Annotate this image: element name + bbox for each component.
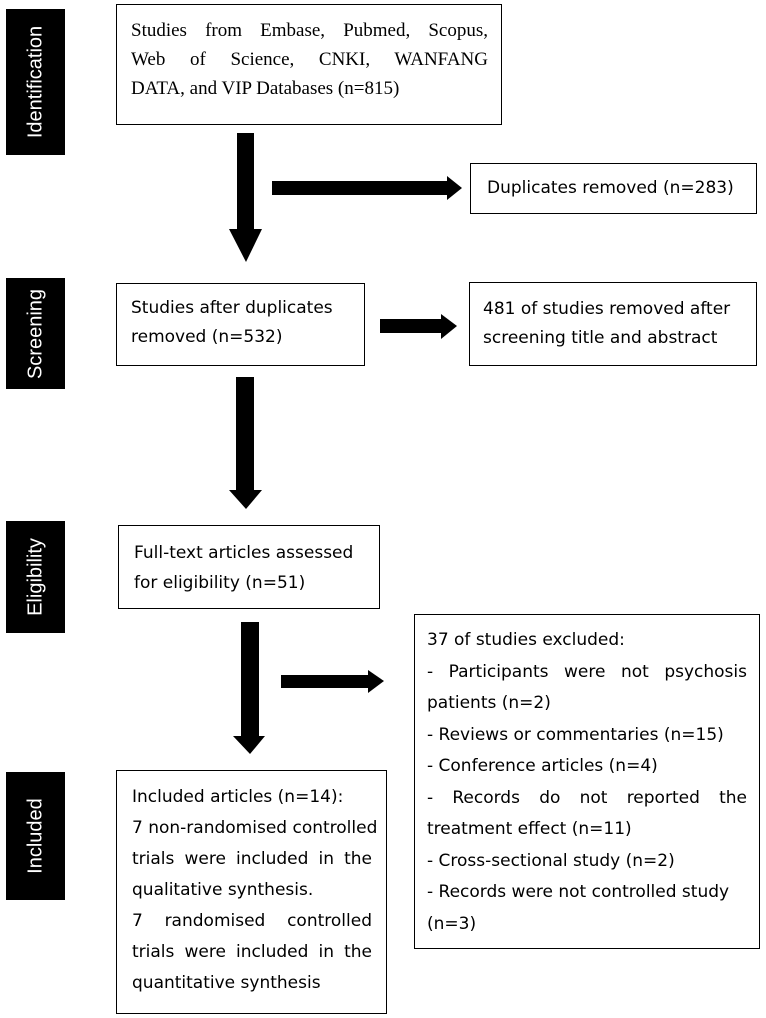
screened-line-2: removed (n=532) — [131, 327, 283, 347]
arrow-down-eligibility-to-included — [233, 622, 265, 754]
phase-label-identification: Identification — [6, 9, 65, 155]
excluded-line-6: - Records do not reported the — [427, 787, 747, 808]
included-line-1: Included articles (n=14): — [132, 787, 344, 807]
box-records-excluded-screening: 481 of studies removed after screening t… — [469, 282, 757, 366]
excluded-line-9: - Records were not controlled study — [427, 882, 730, 902]
fulltext-line-1: Full-text articles assessed — [134, 543, 354, 563]
included-line-4: qualitative synthesis. — [132, 880, 314, 900]
arrow-right-to-excluded — [281, 670, 384, 693]
arrow-down-identification-to-screening — [229, 133, 262, 262]
box-records-screened: Studies after duplicates removed (n=532) — [116, 283, 365, 366]
screened-line-1: Studies after duplicates — [131, 298, 333, 318]
excluded-line-8: - Cross-sectional study (n=2) — [427, 850, 675, 871]
arrow-right-to-screen-excluded — [380, 314, 457, 339]
included-line-3: trials were included in the — [132, 849, 372, 869]
arrow-right-to-duplicates — [272, 176, 462, 200]
identified-line-2: Web of Science, CNKI, WANFANG — [131, 49, 488, 70]
excluded-line-5: - Conference articles (n=4) — [427, 756, 658, 776]
box-duplicates-removed: Duplicates removed (n=283) — [470, 163, 757, 214]
excluded-line-10: (n=3) — [427, 913, 477, 934]
box-full-text-assessed: Full-text articles assessed for eligibil… — [118, 525, 380, 609]
box-records-identified: Studies from Embase, Pubmed, Scopus, Web… — [116, 4, 502, 125]
identified-line-1: Studies from Embase, Pubmed, Scopus, — [131, 20, 488, 41]
phase-label-screening: Screening — [6, 278, 65, 389]
arrow-down-screening-to-eligibility — [229, 377, 262, 509]
box-studies-excluded: 37 of studies excluded: - Participants w… — [414, 614, 760, 949]
phase-label-included: Included — [6, 772, 65, 900]
excluded-line-1: 37 of studies excluded: — [427, 630, 625, 650]
included-line-5: 7 randomised controlled — [132, 911, 372, 931]
screen-excluded-line-1: 481 of studies removed after — [483, 299, 731, 319]
included-line-7: quantitative synthesis — [132, 973, 321, 993]
included-line-2: 7 non-randomised controlled — [132, 818, 378, 838]
excluded-line-7: treatment effect (n=11) — [427, 819, 632, 839]
excluded-line-4: - Reviews or commentaries (n=15) — [427, 724, 724, 745]
included-line-6: trials were included in the — [132, 942, 372, 962]
excluded-line-3: patients (n=2) — [427, 693, 551, 713]
phase-label-eligibility: Eligibility — [6, 521, 65, 633]
fulltext-line-2: for eligibility (n=51) — [134, 573, 306, 593]
box-included-articles: Included articles (n=14): 7 non-randomis… — [116, 770, 387, 1014]
excluded-line-2: - Participants were not psychosis — [427, 661, 747, 682]
screen-excluded-line-2: screening title and abstract — [483, 328, 718, 348]
identified-line-3: DATA, and VIP Databases (n=815) — [131, 78, 400, 99]
